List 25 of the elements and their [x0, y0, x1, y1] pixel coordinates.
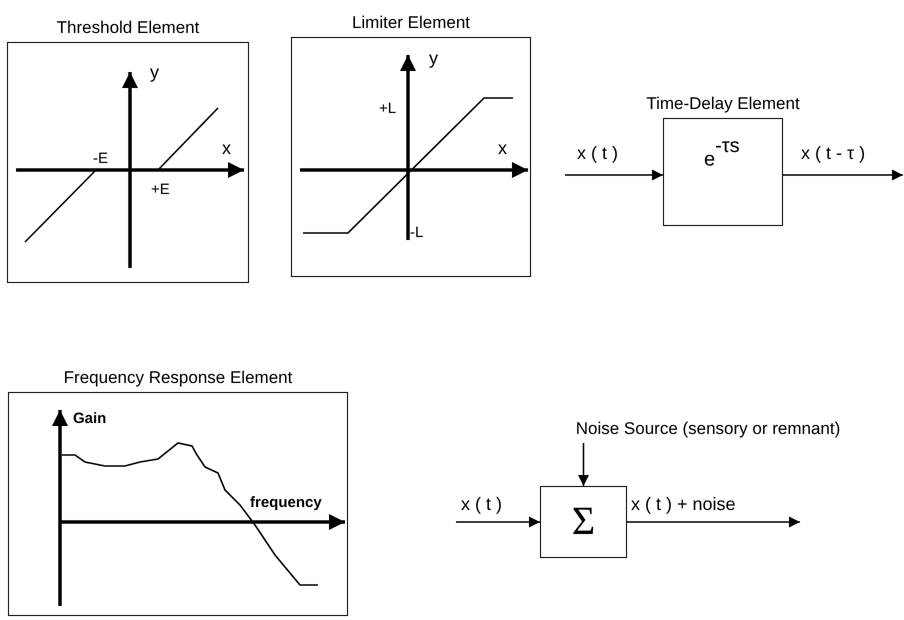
- tick-label: -E: [93, 150, 108, 167]
- signal-label: x ( t ): [576, 143, 619, 163]
- axis-label: frequency: [250, 494, 322, 511]
- axis-label: y: [150, 64, 159, 81]
- arrow: [456, 516, 540, 528]
- arrow: [565, 170, 663, 180]
- arrow: [627, 516, 800, 528]
- axis-label: x: [222, 140, 231, 157]
- axis-label: Gain: [73, 410, 106, 427]
- tick-label: +L: [379, 100, 396, 117]
- tick-label: -L: [410, 224, 424, 241]
- noise-source-label: Noise Source (sensory or remnant): [518, 419, 898, 439]
- axis-label: y: [429, 50, 438, 67]
- arrow: [783, 170, 903, 180]
- arrow: [578, 443, 589, 486]
- tick-label: +E: [151, 181, 170, 198]
- element-title: Limiter Element: [350, 13, 472, 33]
- signal-label: x ( t ) + noise: [630, 494, 737, 514]
- axis-label: x: [498, 140, 507, 157]
- element-title: Time-Delay Element: [645, 94, 801, 114]
- signal-label: x ( t - τ ): [800, 143, 866, 163]
- element-title: Threshold Element: [56, 18, 200, 38]
- element-title: Frequency Response Element: [62, 368, 294, 388]
- sigma-symbol: Σ: [570, 497, 596, 545]
- signal-label: x ( t ): [460, 494, 503, 514]
